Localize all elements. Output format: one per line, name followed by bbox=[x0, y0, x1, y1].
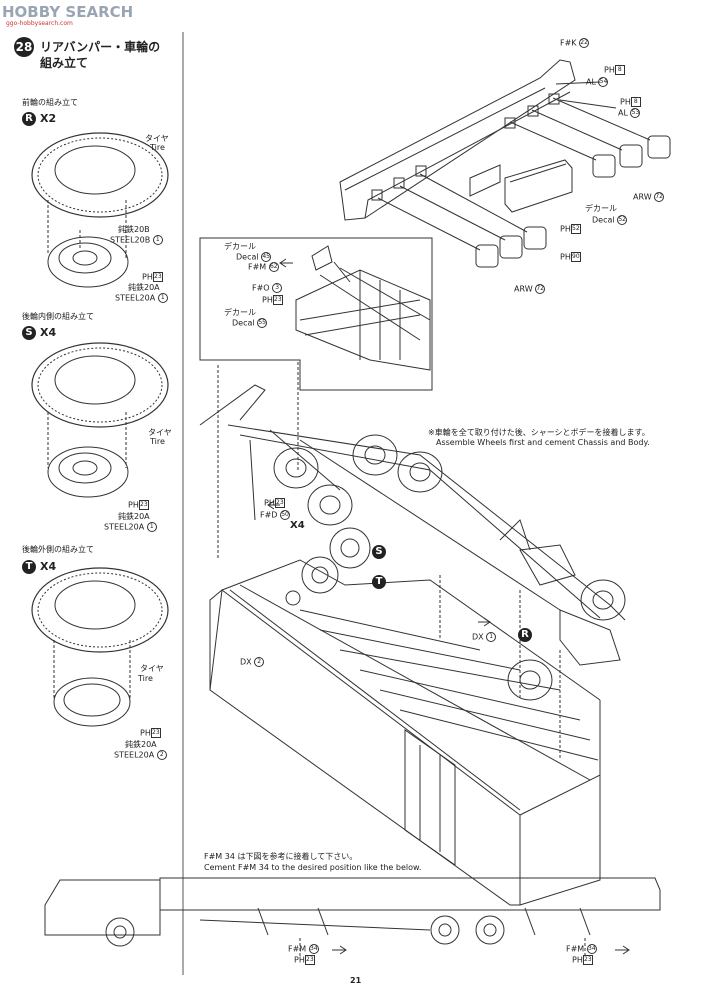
front-ph-label: PH23 bbox=[142, 272, 163, 282]
rear-outer-steel-jp: 鈍鉄20A bbox=[125, 740, 157, 749]
front-tire-label-jp: タイヤ bbox=[145, 134, 169, 143]
part-number-box: 23 bbox=[304, 955, 315, 965]
part-number-circle: 1 bbox=[146, 522, 157, 532]
part-number-circle: 54 bbox=[598, 77, 609, 87]
inset-decal2-jp: デカール bbox=[224, 308, 256, 317]
bumper-fk-label: F#K 22 bbox=[560, 38, 590, 48]
rear-outer-tire-en: Tire bbox=[138, 674, 153, 683]
page-number: 21 bbox=[350, 976, 362, 985]
bottom-ph1-label: PH23 bbox=[294, 955, 315, 965]
bumper-decal-en: Decal 52 bbox=[592, 215, 628, 225]
assembly-note-en: Assemble Wheels first and cement Chassis… bbox=[436, 438, 650, 447]
step-number-badge: 28 bbox=[14, 37, 34, 57]
rear-outer-tire-jp: タイヤ bbox=[140, 664, 164, 673]
main-dx1-label: DX 1 bbox=[472, 632, 497, 642]
part-number-circle: 72 bbox=[654, 192, 665, 202]
bottom-note-jp: F#M 34 は下図を参考に接着して下さい。 bbox=[204, 852, 358, 861]
front-wheel-qty: X2 bbox=[40, 112, 57, 125]
part-number-box: 8 bbox=[614, 65, 625, 75]
part-number-circle: 22 bbox=[579, 38, 590, 48]
inset-fm-label: F#M 62 bbox=[248, 262, 279, 272]
main-fd-label: F#D 50 bbox=[260, 510, 291, 520]
rear-outer-letter-badge: T bbox=[22, 560, 36, 574]
bottom-fm2-label: F#M 34 bbox=[566, 944, 597, 954]
part-number-circle: 2 bbox=[156, 750, 167, 760]
part-number-circle: 62 bbox=[268, 262, 279, 272]
rear-outer-qty: X4 bbox=[40, 560, 57, 573]
inset-decal1-en: Decal 45 bbox=[236, 252, 272, 262]
front-wheel-letter-badge: R bbox=[22, 112, 36, 126]
part-number-box: 23 bbox=[138, 500, 149, 510]
part-number-circle: 1 bbox=[157, 293, 168, 303]
main-x4-qty: X4 bbox=[290, 520, 305, 531]
part-number-box: 90 bbox=[570, 252, 581, 262]
front-wheel-heading: 前輪の組み立て bbox=[22, 98, 78, 107]
part-number-circle: 72 bbox=[535, 284, 546, 294]
bottom-note-en: Cement F#M 34 to the desired position li… bbox=[204, 863, 422, 872]
rear-inner-steel-en: STEEL20A 1 bbox=[104, 522, 157, 532]
rear-inner-steel-jp: 鈍鉄20A bbox=[118, 512, 150, 521]
bottom-ph2-label: PH23 bbox=[572, 955, 593, 965]
part-number-box: 23 bbox=[274, 498, 285, 508]
rear-outer-ph-label: PH23 bbox=[140, 728, 161, 738]
wheel-s-badge: S bbox=[372, 545, 386, 559]
main-dx2-label: DX 2 bbox=[240, 657, 265, 667]
bumper-ph4-label: PH90 bbox=[560, 252, 581, 262]
step-title-line1: リアバンパー・車輪の bbox=[40, 40, 161, 54]
inset-ph-label: PH23 bbox=[262, 295, 283, 305]
part-number-circle: 1 bbox=[486, 632, 497, 642]
bumper-al2-label: AL 53 bbox=[618, 108, 641, 118]
part-number-box: 23 bbox=[582, 955, 593, 965]
bumper-decal-jp: デカール bbox=[585, 204, 617, 213]
rear-outer-steel-en: STEEL20A 2 bbox=[114, 750, 167, 760]
inset-decal2-en: Decal 55 bbox=[232, 318, 268, 328]
part-number-circle: 34 bbox=[308, 944, 319, 954]
rear-inner-letter-badge: S bbox=[22, 326, 36, 340]
part-number-circle: 52 bbox=[617, 215, 628, 225]
watermark-site: ggo-hobbysearch.com bbox=[6, 20, 73, 27]
part-number-circle: 1 bbox=[152, 235, 163, 245]
inset-fo-label: F#O 3 bbox=[252, 283, 283, 293]
part-number-circle: 3 bbox=[272, 283, 283, 293]
part-number-box: 52 bbox=[570, 224, 581, 234]
step-title-line2: 組み立て bbox=[40, 56, 89, 70]
part-number-circle: 55 bbox=[257, 318, 268, 328]
part-number-circle: 50 bbox=[280, 510, 291, 520]
hobby-search-logo: HOBBY SEARCH bbox=[2, 3, 134, 21]
part-number-box: 23 bbox=[152, 272, 163, 282]
main-ph-label: PH23 bbox=[264, 498, 285, 508]
rear-inner-tire-en: Tire bbox=[150, 437, 165, 446]
part-number-circle: 34 bbox=[586, 944, 597, 954]
front-steel-b-en: STEEL20B 1 bbox=[110, 235, 163, 245]
front-steel-a-jp: 鈍鉄20A bbox=[128, 283, 160, 292]
wheel-t-badge: T bbox=[372, 575, 386, 589]
part-number-circle: 2 bbox=[254, 657, 265, 667]
bumper-arw2-label: ARW 72 bbox=[514, 284, 546, 294]
rear-inner-qty: X4 bbox=[40, 326, 57, 339]
front-steel-b-jp: 鈍鉄20B bbox=[118, 225, 150, 234]
front-tire-label-en: Tire bbox=[150, 143, 165, 152]
wheel-r-badge: R bbox=[518, 628, 532, 642]
part-number-box: 8 bbox=[630, 97, 641, 107]
part-number-box: 23 bbox=[272, 295, 283, 305]
part-number-circle: 45 bbox=[261, 252, 272, 262]
bumper-ph3-label: PH52 bbox=[560, 224, 581, 234]
front-steel-a-en: STEEL20A 1 bbox=[115, 293, 168, 303]
bottom-fm1-label: F#M 34 bbox=[288, 944, 319, 954]
bumper-al1-label: AL 54 bbox=[586, 77, 609, 87]
rear-inner-tire-jp: タイヤ bbox=[148, 428, 172, 437]
inset-decal1-jp: デカール bbox=[224, 242, 256, 251]
assembly-note-jp: ※車輪を全て取り付けた後、シャーシとボデーを接着します。 bbox=[428, 428, 650, 437]
rear-outer-heading: 後輪外側の組み立て bbox=[22, 545, 94, 554]
bumper-arw1-label: ARW 72 bbox=[633, 192, 665, 202]
rear-inner-heading: 後輪内側の組み立て bbox=[22, 312, 94, 321]
rear-inner-ph-label: PH23 bbox=[128, 500, 149, 510]
part-number-circle: 53 bbox=[630, 108, 641, 118]
part-number-box: 23 bbox=[150, 728, 161, 738]
